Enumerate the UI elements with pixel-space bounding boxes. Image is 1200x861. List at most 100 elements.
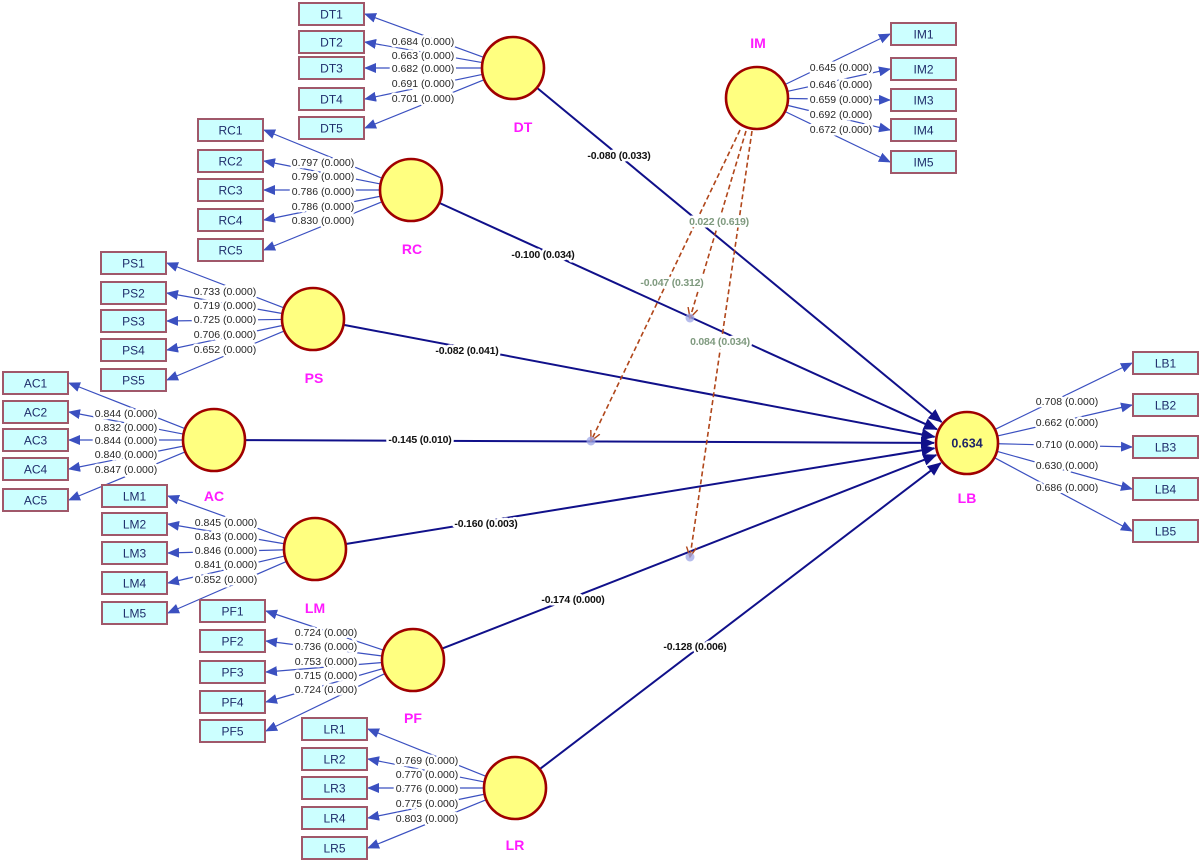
- indicator-box[interactable]: [301, 747, 368, 771]
- construct-lr[interactable]: [482, 755, 548, 821]
- indicator-box[interactable]: [100, 251, 167, 275]
- indicator-lm1[interactable]: LM1: [101, 484, 168, 508]
- construct-circle[interactable]: [724, 65, 790, 131]
- indicator-box[interactable]: [890, 88, 957, 112]
- indicator-box[interactable]: [1132, 435, 1199, 459]
- indicator-ps2[interactable]: PS2: [100, 281, 167, 305]
- indicator-box[interactable]: [890, 57, 957, 81]
- indicator-lm5[interactable]: LM5: [101, 601, 168, 625]
- indicator-box[interactable]: [197, 208, 264, 232]
- indicator-box[interactable]: [890, 118, 957, 142]
- indicator-dt5[interactable]: DT5: [298, 116, 365, 140]
- indicator-box[interactable]: [298, 2, 365, 26]
- indicator-box[interactable]: [1132, 393, 1199, 417]
- indicator-box[interactable]: [298, 56, 365, 80]
- indicator-box[interactable]: [301, 806, 368, 830]
- indicator-box[interactable]: [100, 309, 167, 333]
- indicator-box[interactable]: [890, 150, 957, 174]
- indicator-box[interactable]: [101, 484, 168, 508]
- indicator-box[interactable]: [2, 457, 69, 481]
- construct-pf[interactable]: [380, 627, 446, 693]
- indicator-dt4[interactable]: DT4: [298, 87, 365, 111]
- construct-dt[interactable]: [480, 35, 546, 101]
- indicator-lb1[interactable]: LB1: [1132, 351, 1199, 375]
- indicator-pf1[interactable]: PF1: [199, 599, 266, 623]
- construct-rc[interactable]: [378, 157, 444, 223]
- indicator-box[interactable]: [101, 571, 168, 595]
- indicator-im1[interactable]: IM1: [890, 22, 957, 46]
- indicator-box[interactable]: [301, 836, 368, 860]
- indicator-box[interactable]: [301, 776, 368, 800]
- construct-circle[interactable]: [380, 627, 446, 693]
- construct-lb[interactable]: 0.634: [934, 410, 1000, 476]
- construct-circle[interactable]: [378, 157, 444, 223]
- indicator-box[interactable]: [199, 719, 266, 743]
- indicator-lr5[interactable]: LR5: [301, 836, 368, 860]
- indicator-dt3[interactable]: DT3: [298, 56, 365, 80]
- indicator-lr3[interactable]: LR3: [301, 776, 368, 800]
- construct-circle[interactable]: [934, 410, 1000, 476]
- indicator-rc1[interactable]: RC1: [197, 118, 264, 142]
- indicator-box[interactable]: [2, 488, 69, 512]
- indicator-box[interactable]: [298, 30, 365, 54]
- indicator-ac1[interactable]: AC1: [2, 371, 69, 395]
- indicator-box[interactable]: [1132, 519, 1199, 543]
- indicator-im2[interactable]: IM2: [890, 57, 957, 81]
- indicator-lm4[interactable]: LM4: [101, 571, 168, 595]
- indicator-im5[interactable]: IM5: [890, 150, 957, 174]
- indicator-box[interactable]: [199, 599, 266, 623]
- indicator-box[interactable]: [100, 338, 167, 362]
- indicator-box[interactable]: [199, 629, 266, 653]
- construct-circle[interactable]: [280, 286, 346, 352]
- indicator-pf3[interactable]: PF3: [199, 660, 266, 684]
- construct-circle[interactable]: [181, 407, 247, 473]
- indicator-ac5[interactable]: AC5: [2, 488, 69, 512]
- construct-ps[interactable]: [280, 286, 346, 352]
- indicator-box[interactable]: [1132, 477, 1199, 501]
- indicator-box[interactable]: [199, 690, 266, 714]
- indicator-ac3[interactable]: AC3: [2, 428, 69, 452]
- indicator-lr2[interactable]: LR2: [301, 747, 368, 771]
- indicator-ac2[interactable]: AC2: [2, 400, 69, 424]
- indicator-box[interactable]: [2, 428, 69, 452]
- indicator-box[interactable]: [199, 660, 266, 684]
- indicator-box[interactable]: [890, 22, 957, 46]
- indicator-box[interactable]: [101, 601, 168, 625]
- indicator-ps3[interactable]: PS3: [100, 309, 167, 333]
- indicator-box[interactable]: [2, 371, 69, 395]
- indicator-ac4[interactable]: AC4: [2, 457, 69, 481]
- indicator-im3[interactable]: IM3: [890, 88, 957, 112]
- indicator-box[interactable]: [197, 149, 264, 173]
- indicator-ps1[interactable]: PS1: [100, 251, 167, 275]
- indicator-pf4[interactable]: PF4: [199, 690, 266, 714]
- indicator-box[interactable]: [100, 368, 167, 392]
- indicator-ps4[interactable]: PS4: [100, 338, 167, 362]
- indicator-box[interactable]: [197, 118, 264, 142]
- construct-circle[interactable]: [282, 516, 348, 582]
- indicator-pf2[interactable]: PF2: [199, 629, 266, 653]
- indicator-lm2[interactable]: LM2: [101, 512, 168, 536]
- indicator-dt2[interactable]: DT2: [298, 30, 365, 54]
- indicator-dt1[interactable]: DT1: [298, 2, 365, 26]
- indicator-lb2[interactable]: LB2: [1132, 393, 1199, 417]
- indicator-rc4[interactable]: RC4: [197, 208, 264, 232]
- indicator-box[interactable]: [301, 717, 368, 741]
- indicator-rc5[interactable]: RC5: [197, 238, 264, 262]
- indicator-lr1[interactable]: LR1: [301, 717, 368, 741]
- indicator-rc3[interactable]: RC3: [197, 178, 264, 202]
- indicator-lb5[interactable]: LB5: [1132, 519, 1199, 543]
- construct-lm[interactable]: [282, 516, 348, 582]
- indicator-lb3[interactable]: LB3: [1132, 435, 1199, 459]
- indicator-box[interactable]: [100, 281, 167, 305]
- indicator-box[interactable]: [1132, 351, 1199, 375]
- indicator-pf5[interactable]: PF5: [199, 719, 266, 743]
- indicator-rc2[interactable]: RC2: [197, 149, 264, 173]
- indicator-box[interactable]: [101, 512, 168, 536]
- indicator-box[interactable]: [298, 116, 365, 140]
- indicator-box[interactable]: [298, 87, 365, 111]
- construct-circle[interactable]: [482, 755, 548, 821]
- indicator-im4[interactable]: IM4: [890, 118, 957, 142]
- indicator-lb4[interactable]: LB4: [1132, 477, 1199, 501]
- construct-ac[interactable]: [181, 407, 247, 473]
- indicator-box[interactable]: [2, 400, 69, 424]
